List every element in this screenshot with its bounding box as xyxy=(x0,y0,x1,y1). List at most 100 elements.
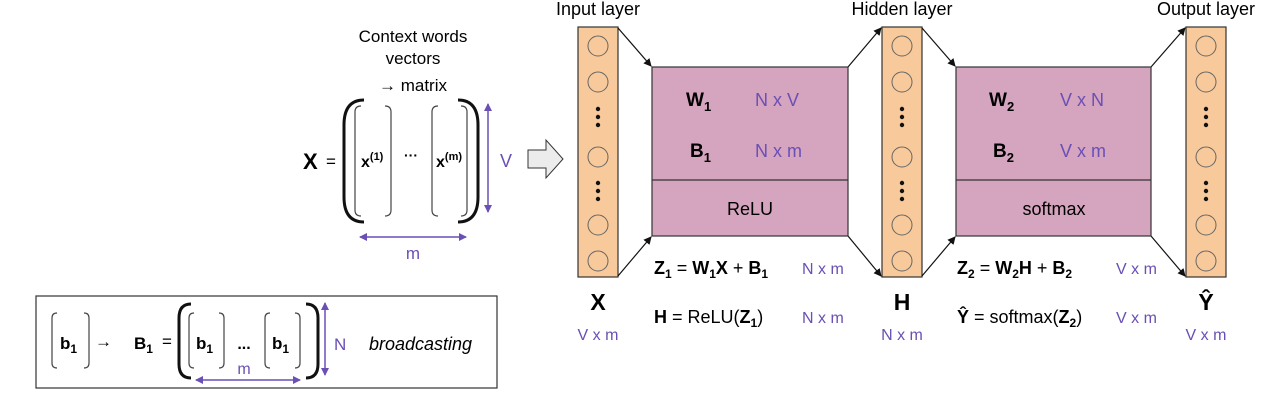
broadcasting-label: broadcasting xyxy=(369,334,472,354)
vec-bracket-right xyxy=(83,312,90,369)
context-matrix: Context words vectors → matrix X = x(1) … xyxy=(303,27,512,263)
ellipsis-dot xyxy=(595,180,601,186)
inner-bracket-left-m xyxy=(431,105,439,217)
col-b1-last: b1 xyxy=(272,334,289,356)
ellipsis-dot xyxy=(899,180,905,186)
neuron-node xyxy=(891,146,913,168)
matrix-caption-line-1: Context words xyxy=(359,27,468,46)
box1-equation-h-dim: N x m xyxy=(802,310,844,327)
input-layer-dim: V x m xyxy=(578,327,619,344)
big-left-paren xyxy=(177,302,192,380)
box1-equation-h: H = ReLU(Z1) xyxy=(654,307,763,330)
box2-frame xyxy=(955,66,1152,237)
vec-b1: b1 xyxy=(60,334,77,356)
rows-dimension-label: V xyxy=(500,151,512,171)
ellipsis-dot xyxy=(595,188,601,194)
neuron-node xyxy=(587,214,609,236)
broadcasting-box: b1 → B1 = b1 ... b1 m N broadcasting xyxy=(35,295,498,389)
input-layer-title: Input layer xyxy=(556,0,640,19)
ellipsis-dot xyxy=(1203,196,1209,202)
right-arrow-icon xyxy=(527,138,564,180)
neuron-node xyxy=(891,71,913,93)
inner-bracket-right-1 xyxy=(384,105,392,217)
broadcast-arrow: → xyxy=(95,332,112,351)
matrix-caption-line-3: → matrix xyxy=(379,76,448,95)
vec-bracket-left xyxy=(51,312,58,369)
box2-equation-z-dim: V x m xyxy=(1116,261,1157,278)
box2-equation-y-dim: V x m xyxy=(1116,310,1157,327)
cols-dimension-label: m xyxy=(406,244,420,263)
matrix-col-dots: ··· xyxy=(404,147,418,163)
output-layer-symbol: Ŷ xyxy=(1198,288,1213,315)
arrow-box1-to-hidden-bottom xyxy=(847,235,882,277)
broadcast-lhs: B1 xyxy=(134,334,153,356)
box2-w: W2 xyxy=(989,90,1014,114)
hidden-layer-bar xyxy=(881,26,923,278)
box1-b: B1 xyxy=(690,141,711,165)
neuron-node xyxy=(1195,250,1217,272)
inner-right-bracket-1 xyxy=(218,312,225,369)
matrix-equals: = xyxy=(326,152,336,171)
broadcast-cols-label: m xyxy=(237,361,250,378)
hidden-layer-dim: N x m xyxy=(881,327,923,344)
ellipsis-dot xyxy=(1203,114,1209,120)
matrix-caption-line-2: vectors xyxy=(386,49,441,68)
matrix-lhs-x: X xyxy=(303,149,318,174)
outer-right-paren xyxy=(457,98,480,224)
box1-b-dim: N x m xyxy=(755,141,802,161)
ellipsis-dot xyxy=(595,114,601,120)
box1-equation-z-dim: N x m xyxy=(802,261,844,278)
box2-equation-z: Z2 = W2H + B2 xyxy=(957,258,1072,281)
neuron-node xyxy=(891,250,913,272)
output-layer-bar xyxy=(1185,26,1227,278)
layer1-weights-box: W1 N x V B1 N x m ReLU xyxy=(651,66,849,237)
matrix-col-last: x(m) xyxy=(436,151,462,171)
ellipsis-dot xyxy=(1203,180,1209,186)
box2-w-dim: V x N xyxy=(1060,90,1104,110)
ellipsis-dot xyxy=(1203,188,1209,194)
box2-b: B2 xyxy=(993,141,1014,165)
box2-equation-y: Ŷ = softmax(Z2) xyxy=(957,306,1082,330)
arrow-input-to-box1-top xyxy=(617,27,652,67)
ellipsis-dot xyxy=(899,196,905,202)
ellipsis-dot xyxy=(899,114,905,120)
layer2-weights-box: W2 V x N B2 V x m softmax xyxy=(955,66,1152,237)
broadcast-equals: = xyxy=(162,332,172,351)
arrow-input-to-box1-bottom xyxy=(617,236,652,277)
ellipsis-dot xyxy=(899,188,905,194)
output-layer-title: Output layer xyxy=(1157,0,1255,19)
ellipsis-dot xyxy=(595,106,601,112)
arrow-hidden-to-box2-bottom xyxy=(921,236,956,277)
box1-w: W1 xyxy=(686,90,711,114)
ellipsis-dot xyxy=(1203,106,1209,112)
arrow-hidden-to-box2-top xyxy=(921,27,956,67)
inner-left-bracket-m xyxy=(264,312,271,369)
hidden-layer-title: Hidden layer xyxy=(851,0,952,19)
hidden-layer-symbol: H xyxy=(894,289,911,315)
broadcast-rows-label: N xyxy=(334,335,346,354)
inner-bracket-right-m xyxy=(460,105,468,217)
neuron-node xyxy=(587,35,609,57)
neuron-node xyxy=(587,71,609,93)
arrow-box2-to-output-top xyxy=(1150,27,1186,68)
ellipsis-dot xyxy=(1203,122,1209,128)
ellipsis-dot xyxy=(899,122,905,128)
box2-activation: softmax xyxy=(1022,199,1085,219)
big-right-paren xyxy=(305,302,320,380)
box1-activation: ReLU xyxy=(727,199,773,219)
input-layer-symbol: X xyxy=(590,289,606,315)
neuron-node xyxy=(1195,146,1217,168)
box1-frame xyxy=(651,66,849,237)
inner-right-bracket-m xyxy=(294,312,301,369)
neuron-node xyxy=(587,250,609,272)
col-dots: ... xyxy=(237,336,250,353)
col-b1-first: b1 xyxy=(196,334,213,356)
neuron-node xyxy=(1195,71,1217,93)
input-layer-bar xyxy=(577,26,619,278)
inner-left-bracket-1 xyxy=(188,312,195,369)
ellipsis-dot xyxy=(899,106,905,112)
